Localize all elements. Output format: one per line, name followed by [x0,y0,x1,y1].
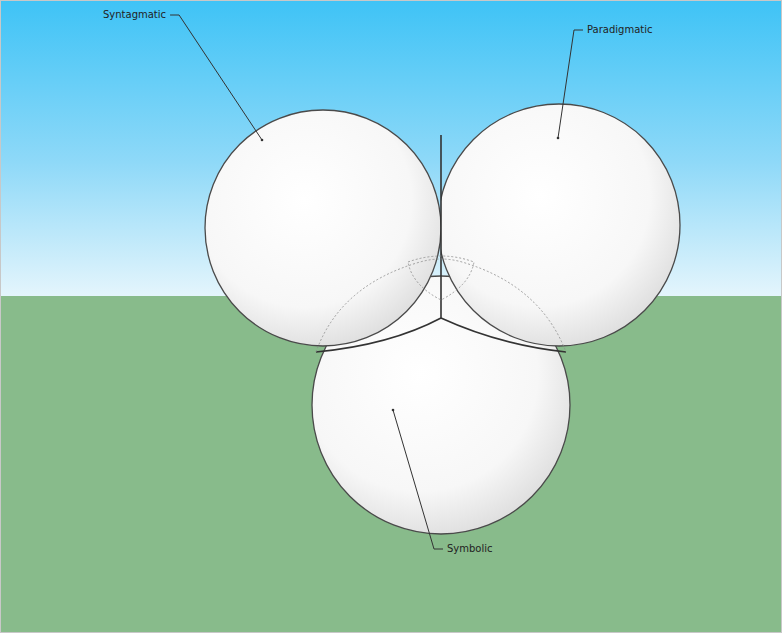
seam-line [441,318,566,352]
leader-line [393,410,443,549]
seam-line [316,318,441,352]
leader-line [558,30,583,138]
leader-dot [261,139,264,142]
leader-dot [557,137,560,140]
hidden-edge [408,256,474,300]
leader-dot [392,409,395,412]
leader-line [170,15,262,140]
syntagmatic-sphere [205,110,441,346]
seam-line [440,135,442,318]
callout-label: Symbolic [447,543,493,555]
callout-label: Syntagmatic [103,9,166,21]
hidden-edge [316,259,566,352]
paradigmatic-sphere [441,104,680,346]
callout-label: Paradigmatic [587,24,653,36]
